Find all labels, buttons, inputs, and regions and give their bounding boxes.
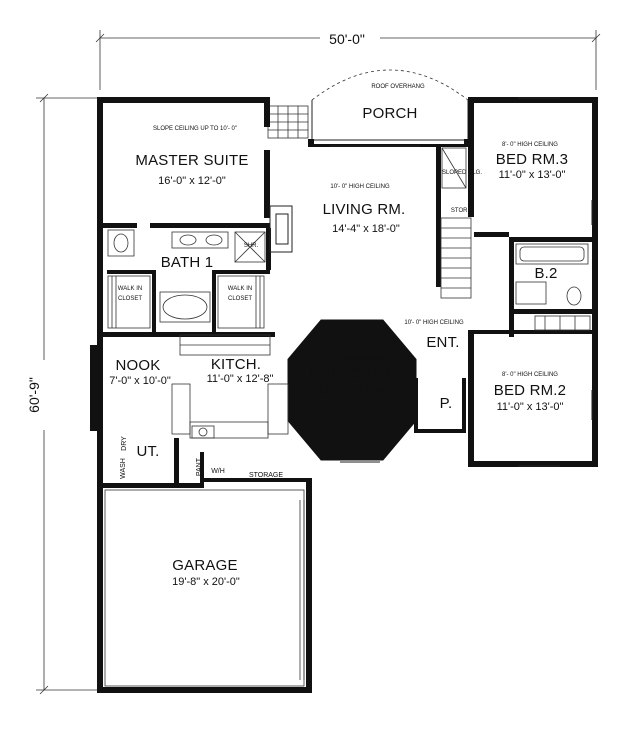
washer-label: WASH	[119, 458, 127, 479]
dining-room-dim: 12'-0" x 13'-6"	[318, 385, 386, 397]
fireplace	[269, 205, 293, 253]
living-ceiling-note: 10'- 0" HIGH CEILING	[330, 184, 390, 190]
walk-in-closet-right-2: CLOSET	[227, 296, 253, 302]
bed2-dim: 11'-0" x 13'-0"	[496, 401, 564, 413]
bath-fixtures	[107, 229, 591, 331]
dining-room-label: DINING RM.	[308, 365, 396, 382]
pantry-label: PANT.	[196, 456, 204, 477]
master-suite-dim: 16'-0" x 12'-0"	[158, 175, 226, 187]
kitchen-counters	[171, 334, 289, 439]
sloped-clg-label: SLOPED CLG.	[441, 170, 483, 176]
dryer-label: DRY	[120, 436, 128, 451]
roof-overhang-arc	[311, 69, 469, 101]
bed3-ceiling-note: 8'- 0" HIGH CEILING	[502, 142, 558, 148]
garage-dim: 19'-8" x 20'-0"	[172, 576, 240, 588]
walk-in-closet-right-1: WALK IN	[227, 286, 253, 292]
storage-label: STORAGE	[248, 472, 284, 479]
nook-label: NOOK	[115, 357, 161, 374]
b2-label: B.2	[534, 265, 558, 282]
porch-label: PORCH	[362, 105, 418, 122]
master-ceiling-note: SLOPE CEILING UP TO 10'- 0"	[153, 126, 237, 132]
bed3-dim: 11'-0" x 13'-0"	[498, 169, 566, 181]
porch-tiles	[267, 105, 309, 139]
bed2-label: BED RM.2	[493, 382, 567, 399]
overall-width: 50'-0"	[329, 31, 365, 47]
roof-overhang-label: ROOF OVERHANG	[371, 84, 425, 90]
kitchen-label: KITCH.	[210, 356, 262, 373]
stairs	[440, 147, 472, 299]
entry-ceiling-note: 10'- 0" HIGH CEILING	[404, 320, 464, 326]
stor-label: STOR.	[450, 208, 470, 214]
utility-label: UT.	[136, 443, 160, 460]
entry-label: ENT.	[426, 334, 460, 351]
walk-in-closet-left-1: WALK IN	[117, 286, 143, 292]
kitchen-dim: 11'-0" x 12'-8"	[206, 373, 274, 385]
living-room-dim: 14'-4" x 18'-0"	[332, 223, 400, 235]
windows	[330, 97, 593, 467]
living-room-label: LIVING RM.	[322, 201, 406, 218]
bed2-ceiling-note: 8'- 0" HIGH CEILING	[502, 372, 558, 378]
master-suite-label: MASTER SUITE	[135, 152, 249, 169]
shower-label: SHR.	[243, 243, 259, 249]
porch-p-label: P.	[439, 395, 453, 412]
bath1-label: BATH 1	[160, 254, 214, 271]
bed3-label: BED RM.3	[495, 151, 569, 168]
dimension-lines	[36, 30, 601, 695]
dining-ceiling-note: 10'- 0" HIGH CEILING	[322, 356, 382, 362]
walk-in-closet-left-2: CLOSET	[117, 296, 143, 302]
garage-door	[104, 489, 305, 687]
water-heater-label: W/H	[211, 468, 225, 475]
overall-depth: 60'-9"	[25, 377, 42, 413]
walls	[90, 97, 598, 693]
nook-dim: 7'-0" x 10'-0"	[109, 375, 171, 387]
garage-label: GARAGE	[172, 557, 238, 574]
